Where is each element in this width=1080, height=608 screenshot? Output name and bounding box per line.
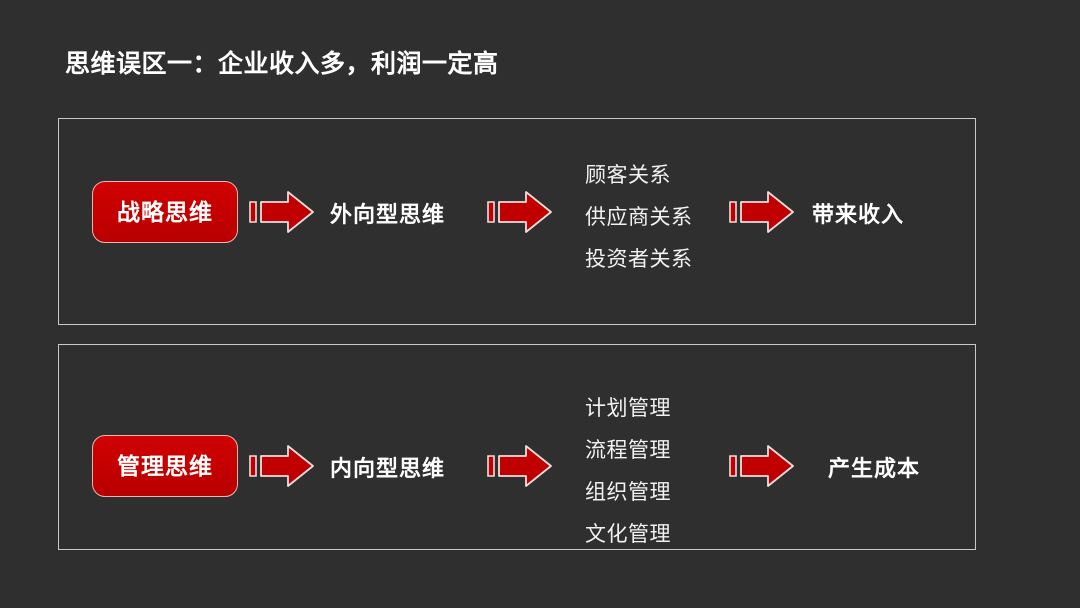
badge-strategic-label: 战略思维 (117, 198, 213, 225)
right-arrow-icon (728, 189, 796, 235)
right-arrow-icon (248, 443, 316, 489)
badge-management[interactable]: 管理思维 (92, 435, 238, 497)
right-arrow-icon (486, 189, 554, 235)
list-item: 顾客关系 (585, 164, 671, 187)
badge-strategic[interactable]: 战略思维 (92, 181, 238, 243)
list-outward-relationships: 顾客关系 供应商关系 投资者关系 (585, 155, 693, 281)
list-inward-management: 计划管理 流程管理 组织管理 文化管理 (585, 388, 671, 556)
list-item: 供应商关系 (585, 206, 693, 229)
right-arrow-icon (248, 189, 316, 235)
heading-inward-thinking: 内向型思维 (330, 456, 446, 481)
right-arrow-icon (486, 443, 554, 489)
badge-management-label: 管理思维 (117, 452, 213, 479)
panel-management (58, 344, 976, 550)
outcome-revenue: 带来收入 (812, 202, 905, 227)
list-item: 计划管理 (585, 397, 671, 420)
list-item: 流程管理 (585, 439, 671, 462)
outcome-cost: 产生成本 (828, 456, 921, 481)
page-title: 思维误区一：企业收入多，利润一定高 (65, 50, 499, 78)
right-arrow-icon (728, 443, 796, 489)
list-item: 组织管理 (585, 481, 671, 504)
heading-outward-thinking: 外向型思维 (330, 202, 446, 227)
list-item: 投资者关系 (585, 248, 693, 271)
panel-strategic (58, 118, 976, 325)
list-item: 文化管理 (585, 523, 671, 546)
